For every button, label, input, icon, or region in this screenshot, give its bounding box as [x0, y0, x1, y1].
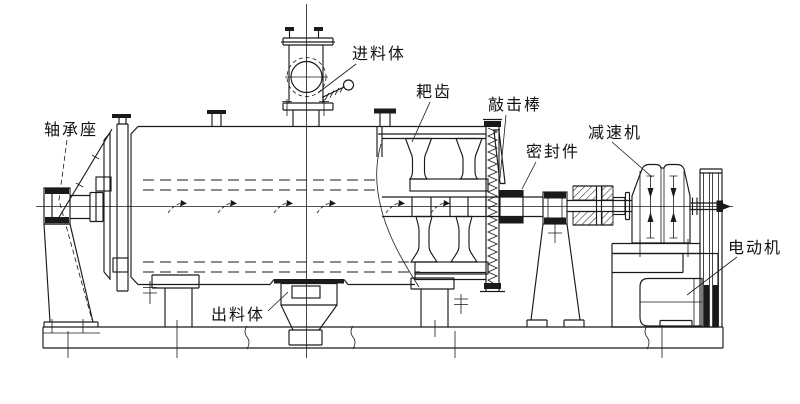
drum-end-door	[57, 114, 131, 292]
label-seal: 密封件	[526, 142, 581, 161]
seal-assembly	[499, 190, 543, 224]
base-frame	[42, 319, 724, 358]
coupling	[567, 185, 632, 226]
label-rake-teeth: 耙齿	[416, 82, 453, 101]
label-bearing-seat: 轴承座	[44, 120, 99, 139]
label-knocking-rod: 敲击棒	[488, 95, 543, 114]
belt-drive-column	[690, 168, 731, 327]
motor-assembly	[611, 252, 719, 328]
label-reducer: 减速机	[588, 123, 643, 142]
label-feed-body: 进料体	[352, 44, 407, 63]
bearing-seat-assembly	[43, 187, 104, 327]
rake-shaft-cutaway	[167, 137, 500, 275]
end-flange	[480, 118, 506, 293]
support-legs	[143, 274, 468, 327]
feed-body-pipe	[281, 27, 355, 127]
drum-shell	[130, 108, 486, 288]
pedestal-bearing	[526, 191, 585, 327]
label-leaders	[58, 63, 738, 321]
discharge-hopper	[280, 282, 338, 346]
centerlines	[36, 4, 733, 358]
label-motor: 电动机	[728, 238, 783, 257]
label-discharge-body: 出料体	[211, 305, 266, 324]
